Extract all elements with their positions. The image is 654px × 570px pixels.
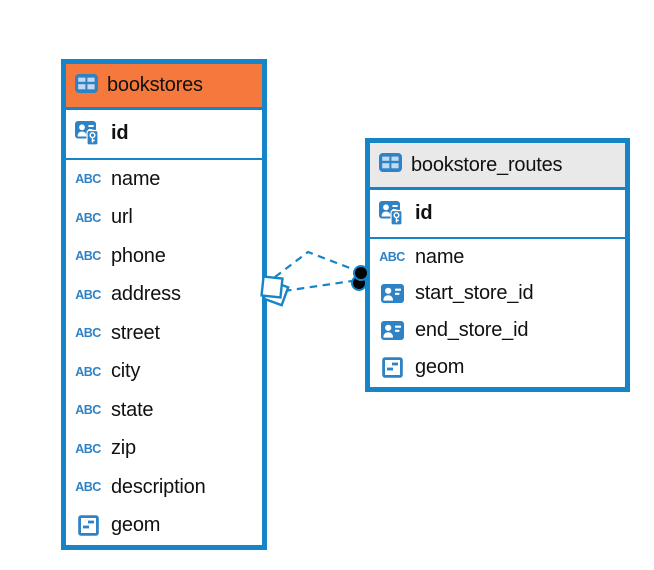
column-label: start_store_id: [415, 282, 534, 305]
section-divider: [370, 236, 625, 239]
column-label: zip: [111, 437, 136, 460]
square-end-marker-front[interactable]: [260, 275, 284, 299]
reference-icon: [377, 320, 407, 340]
table-header[interactable]: bookstores: [66, 64, 262, 107]
columns-section: ABC name start_store_id end_store_id geom: [370, 239, 625, 386]
section-divider: [66, 107, 262, 110]
table-icon: [379, 153, 402, 177]
section-divider: [66, 157, 262, 160]
geometry-icon: [73, 515, 103, 537]
table-title: bookstore_routes: [411, 153, 563, 176]
column-label: name: [111, 167, 161, 190]
column-label: phone: [111, 244, 166, 267]
column-row-description[interactable]: ABC description: [66, 468, 262, 507]
text-icon: ABC: [75, 441, 101, 456]
column-label: id: [111, 122, 129, 144]
text-icon: ABC: [75, 172, 101, 187]
column-row-phone[interactable]: ABC phone: [66, 237, 262, 276]
column-label: geom: [111, 514, 161, 537]
column-row-geom[interactable]: geom: [66, 507, 262, 546]
relationship-connector[interactable]: [250, 230, 380, 320]
column-row-state[interactable]: ABC state: [66, 391, 262, 430]
column-label: url: [111, 206, 133, 229]
column-row-street[interactable]: ABC street: [66, 314, 262, 353]
text-icon: ABC: [75, 210, 101, 225]
table-node-bookstore-routes[interactable]: bookstore_routes id ABC name start_store_…: [365, 138, 630, 392]
column-row-zip[interactable]: ABC zip: [66, 430, 262, 469]
column-label: name: [415, 245, 465, 268]
column-label: state: [111, 398, 154, 421]
dot-end-marker-upper[interactable]: [353, 265, 369, 281]
column-row-address[interactable]: ABC address: [66, 276, 262, 315]
column-label: geom: [415, 355, 465, 378]
table-icon: [75, 73, 98, 98]
primary-key-section: id: [370, 189, 625, 237]
reference-icon: [377, 284, 407, 304]
relationship-line-2[interactable]: [283, 279, 353, 293]
column-label: city: [111, 360, 141, 383]
text-icon: ABC: [75, 326, 101, 341]
primary-key-icon: [377, 200, 407, 226]
column-label: street: [111, 321, 160, 344]
column-label: description: [111, 475, 206, 498]
primary-key-section: id: [66, 109, 262, 158]
column-row-url[interactable]: ABC url: [66, 199, 262, 238]
column-row-city[interactable]: ABC city: [66, 353, 262, 392]
column-row-id[interactable]: id: [66, 110, 262, 158]
table-header[interactable]: bookstore_routes: [370, 143, 625, 187]
text-icon: ABC: [75, 249, 101, 264]
column-row-geom[interactable]: geom: [370, 349, 625, 386]
section-divider: [370, 187, 625, 190]
column-row-name[interactable]: ABC name: [370, 239, 625, 276]
column-label: address: [111, 283, 181, 306]
column-label: id: [415, 201, 433, 224]
column-row-name[interactable]: ABC name: [66, 160, 262, 199]
column-row-end_store_id[interactable]: end_store_id: [370, 312, 625, 349]
text-icon: ABC: [379, 250, 405, 265]
column-row-id[interactable]: id: [370, 190, 625, 237]
text-icon: ABC: [75, 287, 101, 302]
text-icon: ABC: [75, 480, 101, 495]
geometry-icon: [377, 356, 407, 378]
table-title: bookstores: [107, 74, 203, 96]
primary-key-icon: [73, 121, 103, 146]
column-row-start_store_id[interactable]: start_store_id: [370, 276, 625, 313]
text-icon: ABC: [75, 403, 101, 418]
text-icon: ABC: [75, 364, 101, 379]
column-label: end_store_id: [415, 318, 529, 341]
relationship-line-1[interactable]: [274, 250, 356, 278]
